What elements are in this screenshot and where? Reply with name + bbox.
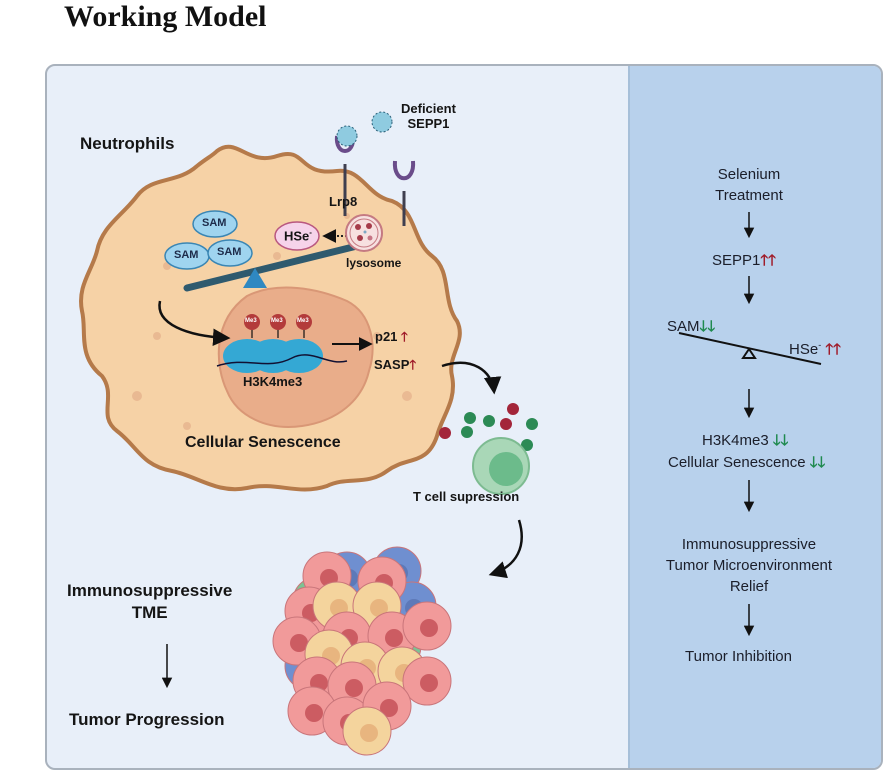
sepp1-label: SEPP1 <box>407 116 450 131</box>
tumor-cell-nucleus <box>290 634 308 652</box>
hse-charge: - <box>818 340 822 350</box>
tme-relief-label: Immunosuppressive Tumor Microenvironment… <box>659 534 839 597</box>
double-up-arrow-icon: 🡑🡑 <box>825 341 841 358</box>
sepp1-increase-label: SEPP1🡑🡑 <box>712 250 776 275</box>
sepp1-particle <box>371 111 393 133</box>
double-up-arrow-icon: 🡑🡑 <box>760 252 776 269</box>
tcell-to-tumor-arrow <box>488 519 523 579</box>
tumor-cell-nucleus <box>420 619 438 637</box>
sam-label: SAM <box>174 249 199 261</box>
sam-hse-balance <box>183 242 361 292</box>
tumor-cell-nucleus <box>420 674 438 692</box>
double-down-arrow-icon: 🡓🡓 <box>772 432 789 449</box>
h3k4me3-text: H3K4me3 <box>702 432 769 449</box>
up-arrow-icon: 🡑 <box>409 357 417 372</box>
selenium-treatment-panel <box>628 66 881 768</box>
senescence-decrease-label: Cellular Senescence 🡓🡓 <box>668 452 825 477</box>
sam-label: SAM <box>202 217 227 229</box>
tme-text: TME <box>131 603 168 622</box>
tumor-cell-nucleus <box>385 629 403 647</box>
hse-text: HSe <box>284 228 310 244</box>
diagram-frame: Neutrophils Deficient SEPP1 Lrp8 lysosom… <box>45 64 883 770</box>
immunosuppressive-tme-label: Immunosuppressive TME <box>67 580 232 624</box>
p21-text: p21 <box>375 329 398 344</box>
hse-charge: - <box>309 228 312 237</box>
h3k4me3-decrease-label: H3K4me3 🡓🡓 <box>702 430 788 455</box>
sepp1-particle <box>336 125 358 147</box>
hse-text: HSe <box>789 341 819 358</box>
selenium-text: Selenium <box>717 166 781 183</box>
hse-increase-label: HSe- 🡑🡑 <box>789 339 841 364</box>
tumor-cell-nucleus <box>305 704 323 722</box>
hse-label: HSe- <box>284 228 312 243</box>
hse-bubble <box>274 221 320 251</box>
p21-label: p21 🡑 <box>375 328 408 350</box>
tumor-progression-label: Tumor Progression <box>69 710 225 729</box>
nucleosome-group <box>216 314 348 373</box>
deficient-label: Deficient <box>401 101 456 116</box>
me3-label: Me3 <box>245 318 257 324</box>
tumor-cell-nucleus <box>380 699 398 717</box>
sam-bubble <box>207 239 253 267</box>
neutrophils-label: Neutrophils <box>80 134 175 153</box>
immunosuppressive-text: Immunosuppressive <box>681 536 817 553</box>
right-balance <box>678 332 822 365</box>
t-cell-suppression-label: T cell supression <box>413 489 520 504</box>
tumor-mass <box>272 546 452 756</box>
tumor-cell-nucleus <box>345 679 363 697</box>
up-arrow-icon: 🡑 <box>401 329 408 344</box>
immunosuppressive-text: Immunosuppressive <box>67 581 233 600</box>
deficient-sepp1-label: Deficient SEPP1 <box>401 101 456 131</box>
figure-title: Working Model <box>64 0 267 33</box>
relief-text: Relief <box>729 578 769 595</box>
selenium-treatment-label: Selenium Treatment <box>697 164 801 206</box>
cellular-senescence-label: Cellular Senescence <box>185 434 341 451</box>
double-down-arrow-icon: 🡓🡓 <box>809 454 826 471</box>
h3k4me3-label: H3K4me3 <box>243 374 303 389</box>
sepp1-text: SEPP1 <box>712 252 761 269</box>
cellular-senescence-text: Cellular Senescence <box>668 454 806 471</box>
lysosome-label: lysosome <box>346 256 402 270</box>
lysosome <box>345 214 383 252</box>
sasp-to-tcell-arrow <box>441 361 502 395</box>
lrp8-label: Lrp8 <box>329 194 358 209</box>
sam-label: SAM <box>217 246 242 258</box>
tumor-inhibition-label: Tumor Inhibition <box>685 648 792 665</box>
balance-to-nucleus-arrow <box>158 300 231 347</box>
sasp-label: SASP🡑 <box>374 356 416 378</box>
tumor-microenvironment-text: Tumor Microenvironment <box>665 557 833 574</box>
sam-decrease-label: SAM🡓🡓 <box>667 316 715 341</box>
me3-label: Me3 <box>297 318 309 324</box>
sasp-text: SASP <box>374 357 410 372</box>
sam-text: SAM <box>667 318 700 335</box>
me3-label: Me3 <box>271 318 283 324</box>
sam-bubble <box>192 210 238 238</box>
treatment-text: Treatment <box>715 187 783 204</box>
cytokines <box>439 403 538 451</box>
diagram-artwork <box>79 111 822 756</box>
t-cell <box>472 437 530 495</box>
double-down-arrow-icon: 🡓🡓 <box>699 318 716 335</box>
tumor-cell-nucleus <box>370 599 388 617</box>
tumor-cell-nucleus <box>360 724 378 742</box>
cytoplasm-granules <box>132 213 412 430</box>
